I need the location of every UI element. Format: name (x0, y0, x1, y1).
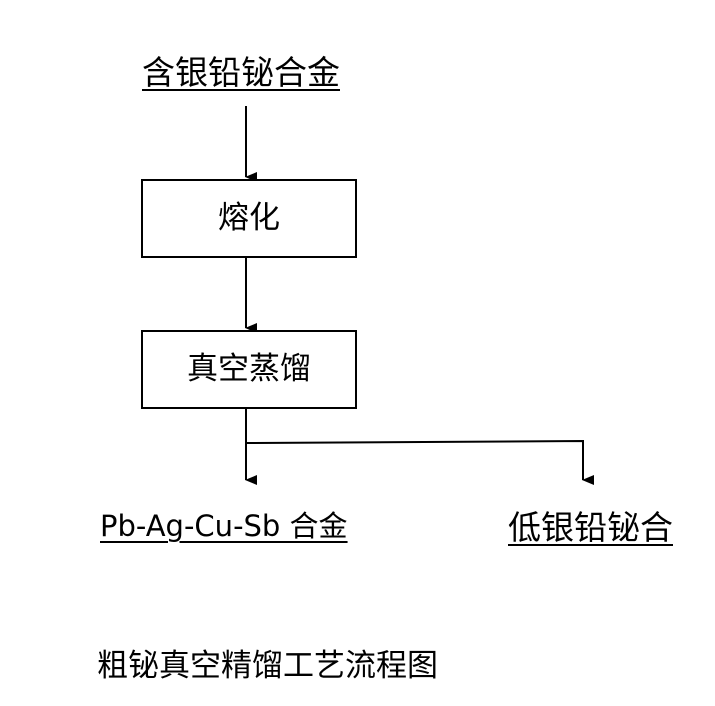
process-box-melting: 熔化 (141, 179, 357, 258)
process-label-melting: 熔化 (218, 200, 280, 236)
arrow-distillation-to-output-right (245, 439, 594, 485)
input-material: 含银铅铋合金 (142, 53, 340, 92)
output-alloy-left: Pb-Ag-Cu-Sb 合金 (100, 509, 348, 543)
process-box-vacuum-distillation: 真空蒸馏 (141, 330, 357, 409)
diagram-caption: 粗铋真空精馏工艺流程图 (97, 648, 438, 684)
output-alloy-right: 低银铅铋合 (508, 508, 673, 547)
process-label-vacuum-distillation: 真空蒸馏 (187, 351, 311, 387)
